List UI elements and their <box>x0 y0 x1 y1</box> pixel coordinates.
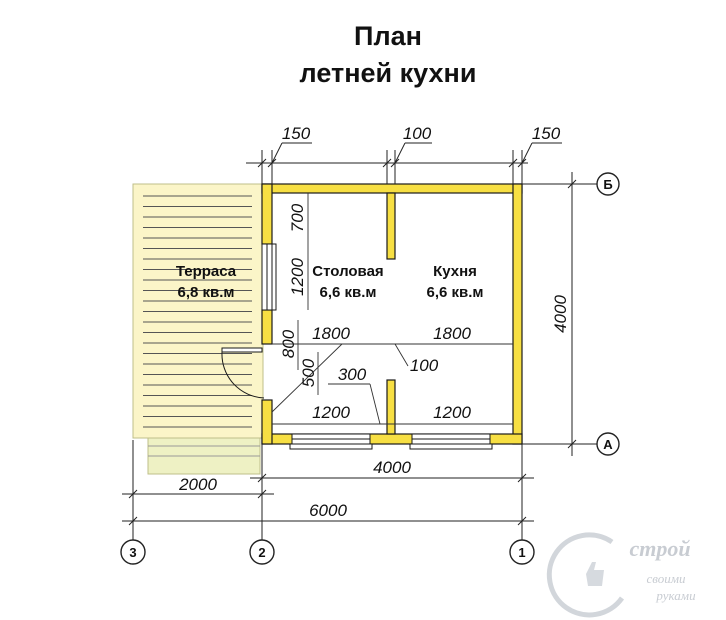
dim-wall-mid: 100 <box>403 124 432 143</box>
wall-left-middle <box>261 309 273 345</box>
room-area-dining: 6,6 кв.м <box>319 284 376 301</box>
dim-300: 300 <box>338 365 367 384</box>
tick <box>567 439 577 449</box>
internal-guides <box>271 193 513 425</box>
window-dining-sill <box>289 443 373 450</box>
thumbs-up-icon <box>586 562 604 586</box>
dim-1800-dining: 1800 <box>312 324 350 343</box>
dim-800: 800 <box>279 329 298 358</box>
dim-1200-window-kitchen: 1200 <box>433 403 471 422</box>
door-leaf <box>221 347 263 353</box>
watermark-swoosh-icon <box>546 532 625 618</box>
axis-bubble-b: Б <box>596 172 620 196</box>
axis-bubble-2: 2 <box>249 539 275 565</box>
tick <box>517 473 527 483</box>
tick <box>508 158 518 168</box>
tick <box>128 516 138 526</box>
dim-wall-left: 150 <box>282 124 311 143</box>
dim-500: 500 <box>299 358 318 387</box>
dim-wall-right: 150 <box>532 124 561 143</box>
leader <box>271 142 283 164</box>
plan-title-line2: летней кухни <box>300 58 477 88</box>
dim-700: 700 <box>288 203 307 232</box>
wall-left-upper <box>261 183 273 245</box>
axis-circle <box>120 539 146 565</box>
axis-bubble-1: 1 <box>509 539 535 565</box>
axis-circle <box>596 172 620 196</box>
terrace-boards <box>143 195 252 428</box>
side-window <box>261 243 277 311</box>
axis-label-a: А <box>603 437 613 452</box>
tick <box>382 158 392 168</box>
dim-1200-window-dining: 1200 <box>312 403 350 422</box>
right-dimension <box>522 172 600 456</box>
tick <box>257 489 267 499</box>
axis-circle <box>249 539 275 565</box>
wall-top <box>261 183 523 194</box>
dim-terrace-width: 2000 <box>178 475 217 494</box>
entrance-door <box>221 347 265 399</box>
leader <box>394 142 406 164</box>
watermark: строй своими руками <box>546 532 696 618</box>
watermark-line1: своими <box>646 571 686 586</box>
dim-1800-kitchen: 1800 <box>433 324 471 343</box>
axis-circle <box>596 432 620 456</box>
wall-left-lower <box>261 399 273 445</box>
dim-building-length: 4000 <box>373 458 411 477</box>
room-area-kitchen: 6,6 кв.м <box>426 284 483 301</box>
tick <box>257 473 267 483</box>
room-name-kitchen: Кухня <box>433 263 477 280</box>
room-name-dining: Столовая <box>312 263 383 280</box>
partition-lower <box>386 379 396 435</box>
walls <box>261 183 523 445</box>
axis-label-2: 2 <box>258 545 265 560</box>
plan-title-line1: План <box>354 21 422 51</box>
terrace-deck <box>132 183 264 475</box>
watermark-line2: руками <box>655 588 696 603</box>
guide-100-leader <box>394 343 409 367</box>
dim-1200-side: 1200 <box>288 258 307 296</box>
tick <box>567 179 577 189</box>
dim-total-length: 6000 <box>309 501 347 520</box>
wall-right <box>512 183 523 445</box>
room-name-terrace: Терраса <box>176 263 237 280</box>
leader <box>521 142 533 164</box>
tick <box>257 158 267 168</box>
door-swing-arc <box>221 351 265 399</box>
bottom-dimensions <box>122 440 534 548</box>
axis-label-1: 1 <box>518 545 525 560</box>
room-area-terrace: 6,8 кв.м <box>177 284 234 301</box>
tick <box>517 516 527 526</box>
tick <box>128 489 138 499</box>
window-kitchen <box>409 433 493 450</box>
dim-building-depth: 4000 <box>551 295 570 333</box>
guide-diagonal <box>271 343 343 413</box>
axis-bubble-a: А <box>596 432 620 456</box>
watermark-brand: строй <box>629 536 690 561</box>
window-dining <box>289 433 373 450</box>
guide-300-pointer <box>369 383 381 425</box>
axis-bubble-3: 3 <box>120 539 146 565</box>
side-window-sill <box>271 243 277 311</box>
dim-partition-100: 100 <box>410 356 439 375</box>
partition-upper <box>386 192 396 260</box>
window-kitchen-sill <box>409 443 493 450</box>
axis-label-3: 3 <box>129 545 136 560</box>
top-dimensions <box>246 142 562 184</box>
axis-circle <box>509 539 535 565</box>
axis-label-b: Б <box>603 177 612 192</box>
